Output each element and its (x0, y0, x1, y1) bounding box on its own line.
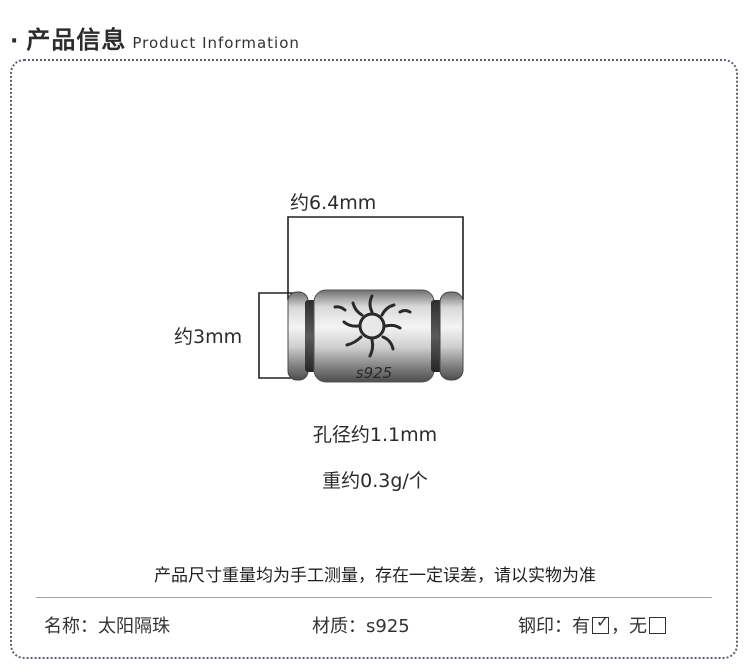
bead-engraving-text: s925 (356, 364, 392, 382)
height-label: 约3mm (174, 326, 243, 348)
height-dimension-line (258, 292, 296, 379)
checkmark-icon: ✓ (596, 612, 610, 631)
section-header: · 产品信息 Product Information (10, 20, 300, 54)
header-bullet: · (10, 29, 19, 54)
section-title: 产品信息 (26, 26, 127, 54)
stamp-middle: ，无 (611, 616, 647, 637)
hole-diameter-label: 孔径约1.1mm (312, 424, 438, 446)
divider (36, 597, 712, 598)
spec-name: 名称：太阳隔珠 (44, 616, 170, 637)
measurement-note: 产品尺寸重量均为手工测量，存在一定误差，请以实物为准 (154, 566, 596, 586)
stamp-no-checkbox (649, 617, 666, 634)
weight-label: 重约0.3g/个 (322, 470, 428, 492)
spec-stamp: 钢印：有 ✓，无 (518, 612, 668, 638)
stamp-prefix: 钢印：有 (518, 616, 590, 637)
bead-image: s925 (287, 289, 464, 383)
section-subtitle: Product Information (132, 34, 300, 52)
width-label: 约6.4mm (290, 192, 377, 214)
spec-material: 材质：s925 (312, 616, 410, 637)
sun-engraving (333, 294, 412, 358)
stamp-yes-checkbox: ✓ (592, 612, 610, 634)
info-frame (10, 59, 738, 659)
width-dimension-line (287, 216, 464, 300)
